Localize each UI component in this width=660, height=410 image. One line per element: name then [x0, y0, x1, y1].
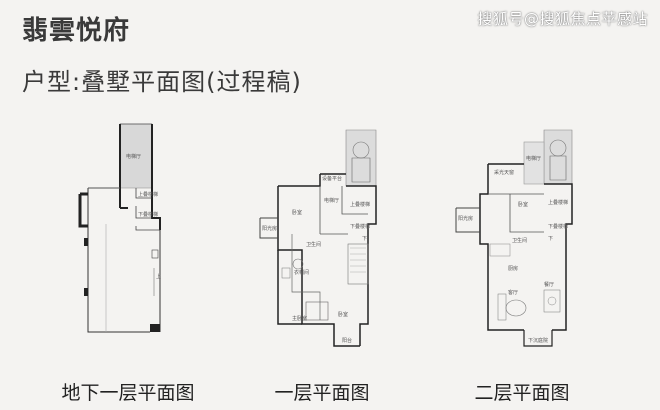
page-subtitle: 户型:叠墅平面图(过程稿) — [22, 68, 302, 96]
room-label: 卫生间 — [306, 241, 321, 248]
room-label: 下叠楼梯 — [350, 223, 370, 230]
room-label: 卫生间 — [512, 237, 527, 244]
room-label: 卧室 — [338, 311, 348, 318]
caption-basement: 地下一层平面图 — [61, 382, 195, 404]
room-label: 下沉庭院 — [528, 337, 548, 344]
room-label: 电梯厅 — [324, 197, 339, 204]
room-label: 上叠楼梯 — [350, 201, 370, 208]
room-label: 下叠楼梯 — [548, 223, 568, 230]
room-label: 客厅 — [508, 289, 518, 296]
floor-plan-second-floor: 采光天窗 卧室 电梯厅 阳光房 上叠楼梯 下叠楼梯 卫生间 厨房 客厅 餐厅 下… — [455, 129, 573, 347]
room-label: 下 — [548, 236, 553, 242]
elevator-hall-area — [119, 123, 153, 189]
room-label: 上叠楼梯 — [138, 191, 158, 198]
room-label: 下叠楼梯 — [138, 211, 158, 218]
room-label: 主卧室 — [292, 315, 307, 322]
page-title: 翡雲悦府 — [22, 16, 131, 46]
room-label: 卧室 — [518, 201, 528, 208]
caption-first-floor: 一层平面图 — [274, 382, 370, 404]
room-label: 阳台 — [342, 337, 352, 344]
room-label: 餐厅 — [544, 281, 554, 288]
room-label: 电梯厅 — [526, 155, 541, 162]
caption-second-floor: 二层平面图 — [474, 382, 570, 404]
floor-plan-first-floor: 设备平台 卧室 电梯厅 阳光房 上叠楼梯 下叠楼梯 卫生间 衣帽间 主卧室 卧室… — [259, 129, 377, 347]
floor-plan-basement: 电梯厅 上叠楼梯 下叠楼梯 上 — [78, 123, 161, 333]
room-label: 上 — [156, 273, 161, 280]
watermark: 搜狐号@搜狐焦点苹感站 — [477, 10, 648, 28]
room-label: 电梯厅 — [126, 153, 141, 160]
room-label: 上叠楼梯 — [548, 199, 568, 206]
room-label: 厨房 — [508, 265, 518, 272]
room-label: 阳光房 — [262, 225, 277, 232]
room-label: 阳光房 — [458, 215, 473, 222]
room-label: 下 — [362, 236, 367, 242]
room-label: 卧室 — [292, 209, 302, 216]
room-label: 设备平台 — [322, 175, 342, 182]
room-label: 采光天窗 — [494, 169, 514, 176]
room-label: 衣帽间 — [294, 269, 309, 276]
